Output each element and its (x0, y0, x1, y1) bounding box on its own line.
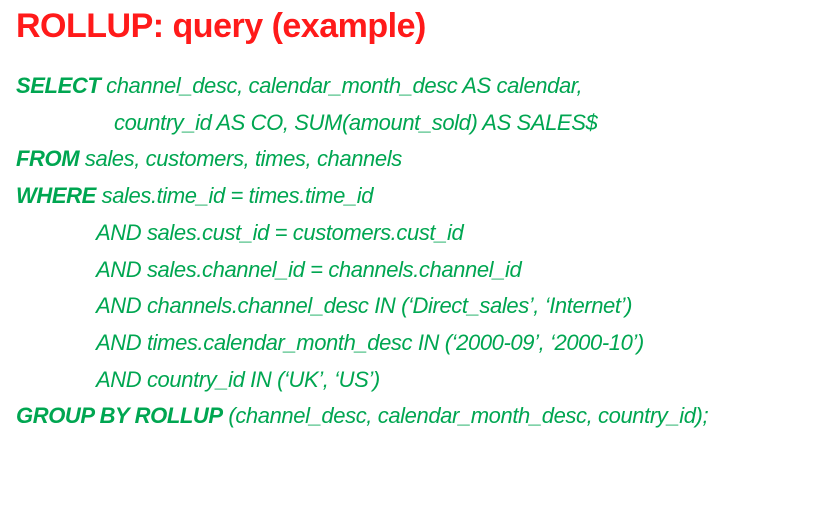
sql-line: AND channels.channel_desc IN (‘Direct_sa… (16, 288, 830, 325)
sql-text: sales, customers, times, channels (79, 146, 402, 172)
sql-line: AND sales.cust_id = customers.cust_id (16, 215, 830, 252)
sql-text: AND times.calendar_month_desc IN (‘2000-… (96, 329, 644, 355)
slide-title: ROLLUP: query (example) (16, 7, 426, 45)
sql-keyword: FROM (16, 146, 80, 172)
sql-text: AND sales.cust_id = customers.cust_id (96, 219, 464, 245)
sql-line: country_id AS CO, SUM(amount_sold) AS SA… (16, 105, 830, 142)
sql-line: SELECT channel_desc, calendar_month_desc… (16, 68, 830, 105)
sql-text: country_id AS CO, SUM(amount_sold) AS SA… (114, 109, 598, 135)
sql-line: AND sales.channel_id = channels.channel_… (16, 252, 830, 289)
sql-line: AND times.calendar_month_desc IN (‘2000-… (16, 325, 830, 362)
sql-line: FROM sales, customers, times, channels (16, 141, 830, 178)
sql-line: WHERE sales.time_id = times.time_id (16, 178, 830, 215)
sql-text: AND channels.channel_desc IN (‘Direct_sa… (96, 293, 633, 319)
sql-line: GROUP BY ROLLUP (channel_desc, calendar_… (16, 398, 830, 435)
sql-text: AND country_id IN (‘UK’, ‘US’) (96, 366, 380, 392)
sql-text: AND sales.channel_id = channels.channel_… (96, 256, 522, 282)
sql-text: sales.time_id = times.time_id (95, 183, 374, 209)
sql-line: AND country_id IN (‘UK’, ‘US’) (16, 362, 830, 399)
sql-keyword: WHERE (16, 183, 96, 209)
sql-keyword: SELECT (16, 73, 101, 98)
sql-keyword: GROUP BY ROLLUP (16, 403, 223, 429)
sql-text: (channel_desc, calendar_month_desc, coun… (222, 403, 709, 429)
sql-query-block: SELECT channel_desc, calendar_month_desc… (16, 68, 830, 435)
sql-text: channel_desc, calendar_month_desc AS cal… (100, 73, 583, 98)
